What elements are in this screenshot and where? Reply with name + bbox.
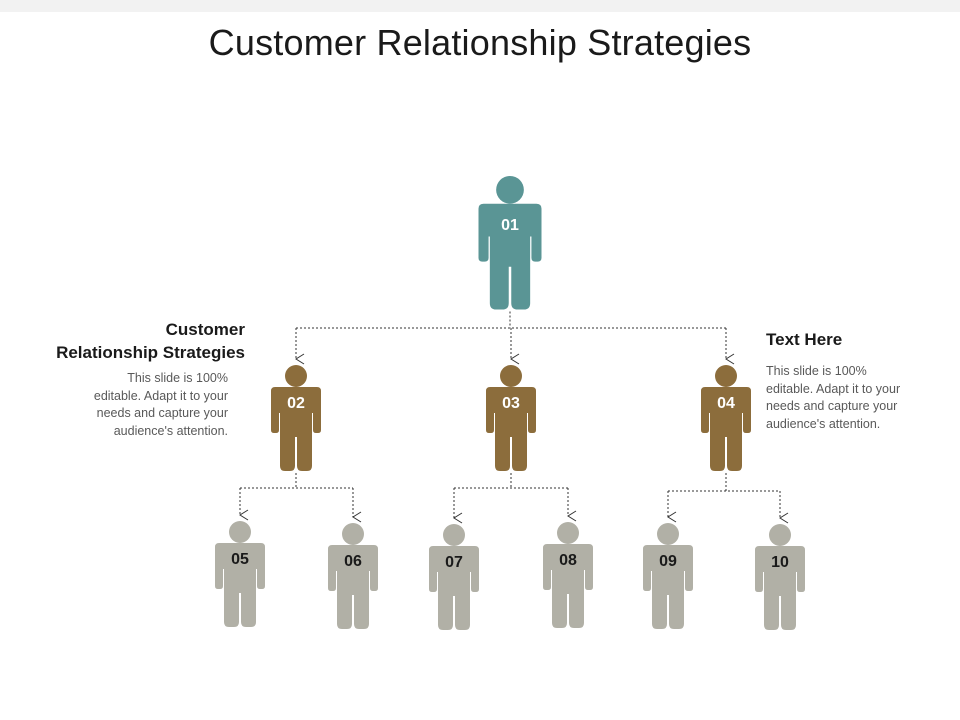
person-figure-06: 06 xyxy=(328,523,378,629)
right-panel-body-line: audience's attention. xyxy=(766,416,881,431)
person-head xyxy=(657,523,679,545)
person-body xyxy=(271,387,321,471)
person-body xyxy=(543,544,593,628)
figure-number-label: 03 xyxy=(502,395,520,412)
right-panel-heading: Text Here xyxy=(766,330,843,349)
person-figure-02: 02 xyxy=(271,365,321,471)
page-title: Customer Relationship Strategies xyxy=(208,22,752,63)
person-head xyxy=(715,365,737,387)
person-head xyxy=(229,521,251,543)
person-figure-05: 05 xyxy=(215,521,265,627)
right-panel-body-line: This slide is 100% xyxy=(766,364,867,378)
person-figure-07: 07 xyxy=(429,524,479,630)
person-head xyxy=(769,524,791,546)
person-figure-10: 10 xyxy=(755,524,805,630)
figure-number-label: 07 xyxy=(445,554,463,571)
figure-number-label: 10 xyxy=(771,554,789,571)
person-body xyxy=(328,545,378,629)
person-body xyxy=(429,546,479,630)
person-body xyxy=(755,546,805,630)
person-head xyxy=(500,365,522,387)
figure-number-label: 04 xyxy=(717,395,735,412)
left-panel-body: This slide is 100% editable. Adapt it to… xyxy=(20,370,228,440)
person-figure-09: 09 xyxy=(643,523,693,629)
person-figure-03: 03 xyxy=(486,365,536,471)
left-panel-body-line: audience's attention. xyxy=(113,423,228,438)
person-body xyxy=(701,387,751,471)
person-figure-08: 08 xyxy=(543,522,593,628)
right-panel-body-line: needs and capture your xyxy=(766,399,898,413)
person-figure-04: 04 xyxy=(701,365,751,471)
person-head xyxy=(443,524,465,546)
person-figure-01: 01 xyxy=(478,176,542,310)
person-body xyxy=(643,545,693,629)
connector-lines xyxy=(239,311,789,524)
person-head xyxy=(496,176,524,204)
left-panel-body-line: This slide is 100% xyxy=(127,371,228,385)
person-head xyxy=(285,365,307,387)
left-panel-heading: Customer Relationship Strategies xyxy=(20,318,245,364)
person-body xyxy=(215,543,265,627)
figure-number-label: 09 xyxy=(659,553,677,570)
figure-number-label: 06 xyxy=(344,553,362,570)
left-panel-body-line: editable. Adapt it to your xyxy=(93,388,228,403)
left-panel-body-line: needs and capture your xyxy=(96,406,228,420)
person-body xyxy=(486,387,536,471)
figure-number-label: 08 xyxy=(559,552,577,569)
right-panel-body-line: editable. Adapt it to your xyxy=(766,381,901,396)
person-head xyxy=(342,523,364,545)
left-panel-heading-line1: Customer xyxy=(165,320,245,339)
left-text-panel: Customer Relationship Strategies This sl… xyxy=(20,318,245,440)
figure-number-label: 02 xyxy=(287,395,305,412)
left-panel-heading-line2: Relationship Strategies xyxy=(56,343,245,362)
top-strip xyxy=(0,0,960,12)
right-text-panel: Text Here This slide is 100% editable. A… xyxy=(766,328,946,433)
right-panel-body: This slide is 100% editable. Adapt it to… xyxy=(766,363,946,433)
person-figures: 01 02 03 04 05 06 07 08 09 10 xyxy=(215,176,805,630)
person-body xyxy=(478,203,542,310)
figure-number-label: 05 xyxy=(231,551,249,568)
figure-number-label: 01 xyxy=(501,217,519,234)
person-head xyxy=(557,522,579,544)
